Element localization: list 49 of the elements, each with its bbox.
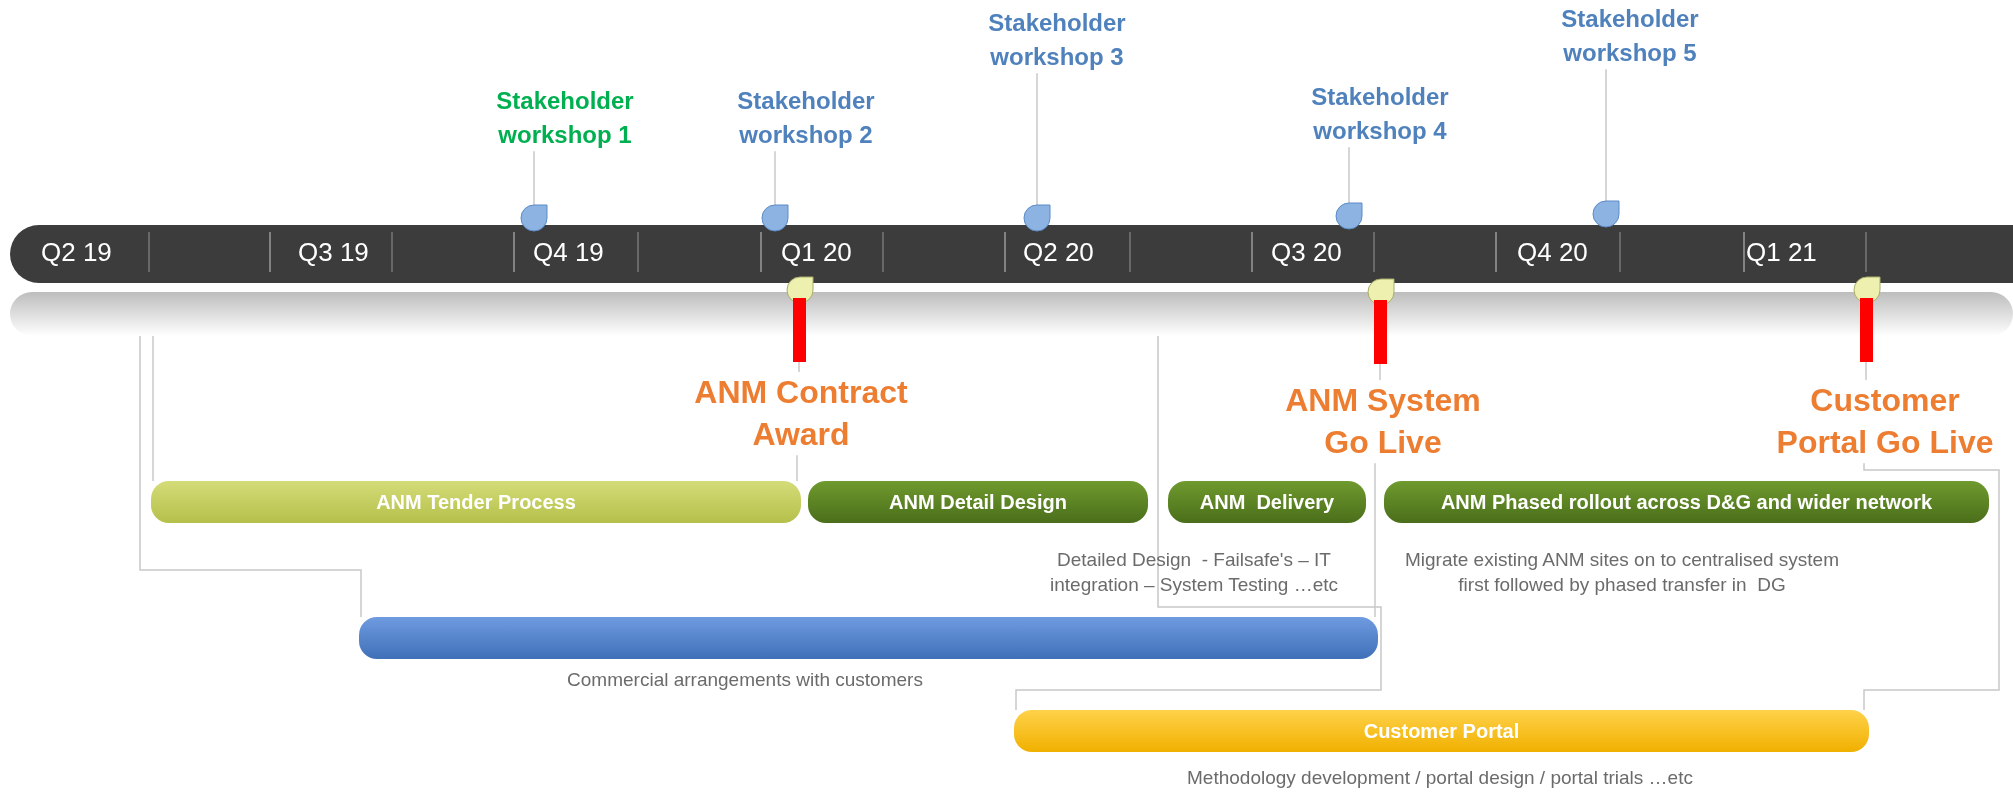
quarter-label: Q2 19 [41, 237, 112, 268]
milestone-flag [1367, 278, 1395, 364]
milestone-label: Customer Portal Go Live [1765, 380, 2005, 464]
milestone-label: ANM Contract Award [681, 372, 921, 456]
workshop-label: Stakeholder workshop 2 [721, 84, 891, 152]
connector-line [1036, 72, 1038, 206]
connector-line [1863, 462, 2000, 711]
timeline-bar [10, 225, 2013, 336]
task-bar: ANM Tender Process [151, 481, 801, 523]
quarter-label: Q1 21 [1746, 237, 1817, 268]
quarter-label: Q3 19 [298, 237, 369, 268]
milestone-flag [786, 276, 814, 362]
connector-line [1348, 146, 1350, 204]
connector-line [798, 361, 800, 373]
connector-line [1374, 462, 1376, 618]
task-bar: ANM Delivery [1168, 481, 1366, 523]
connector-line [1015, 335, 1382, 711]
quarter-label: Q4 19 [533, 237, 604, 268]
pin-icon [1023, 204, 1051, 232]
connector-line [533, 150, 535, 206]
task-bar [359, 617, 1378, 659]
task-note: Methodology development / portal design / portal trials …etc [1186, 766, 1694, 790]
task-note: Migrate existing ANM sites on to centralised system first followed by phased transfer in DG [1404, 548, 1840, 597]
workshop-label: Stakeholder workshop 3 [972, 6, 1142, 74]
quarter-label: Q2 20 [1023, 237, 1094, 268]
connector-line [152, 335, 154, 482]
connector-line [774, 150, 776, 206]
pin-icon [520, 204, 548, 232]
workshop-label: Stakeholder workshop 1 [480, 84, 650, 152]
pin-icon [1592, 200, 1620, 228]
quarter-label: Q4 20 [1517, 237, 1588, 268]
task-note: Commercial arrangements with customers [566, 668, 924, 692]
connector-line [139, 335, 362, 618]
milestone-label: ANM System Go Live [1263, 380, 1503, 464]
task-bar: Customer Portal [1014, 710, 1869, 752]
quarter-label: Q3 20 [1271, 237, 1342, 268]
pin-icon [761, 204, 789, 232]
workshop-label: Stakeholder workshop 5 [1545, 2, 1715, 70]
pin-icon [1335, 202, 1363, 230]
workshop-label: Stakeholder workshop 4 [1295, 80, 1465, 148]
connector-line [1865, 361, 1867, 381]
quarter-label: Q1 20 [781, 237, 852, 268]
connector-line [1379, 363, 1381, 381]
task-note: Detailed Design - Failsafe's – IT integration – System Testing …etc [1049, 548, 1339, 597]
milestone-flag [1853, 276, 1881, 362]
connector-line [1605, 68, 1607, 202]
task-bar: ANM Detail Design [808, 481, 1148, 523]
task-bar: ANM Phased rollout across D&G and wider network [1384, 481, 1989, 523]
connector-line [796, 454, 798, 482]
